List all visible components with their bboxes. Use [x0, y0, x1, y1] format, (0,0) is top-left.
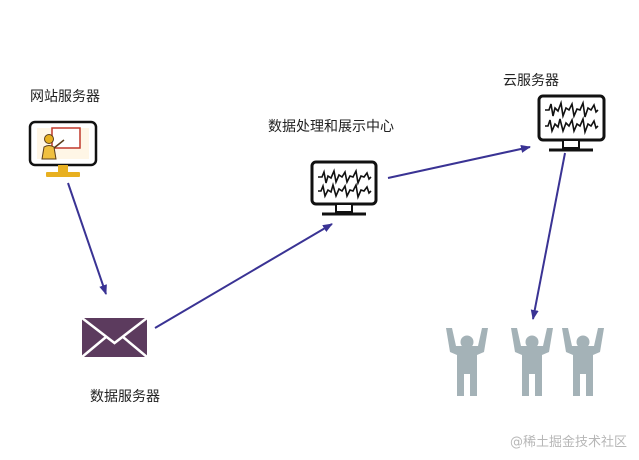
arrow-processing-to-cloud	[387, 145, 531, 179]
presentation-monitor-icon	[28, 120, 98, 177]
waveform-monitor-icon	[537, 94, 606, 152]
arrow-cloud-to-users	[530, 152, 566, 320]
person-icon	[562, 328, 604, 396]
people-icon	[446, 328, 604, 396]
waveform-monitor-icon	[310, 160, 378, 216]
watermark: @稀土掘金技术社区	[509, 435, 627, 450]
person-icon	[511, 328, 553, 396]
cloud-server-label: 云服务器	[503, 73, 559, 89]
data-server-label: 数据服务器	[90, 389, 160, 405]
arrow-data-to-processing	[154, 223, 333, 329]
website-server-label: 网站服务器	[30, 89, 100, 105]
person-icon	[446, 328, 488, 396]
envelope-icon	[81, 317, 148, 358]
processing-center-label: 数据处理和展示中心	[268, 119, 394, 135]
arrow-website-to-data	[67, 182, 107, 295]
